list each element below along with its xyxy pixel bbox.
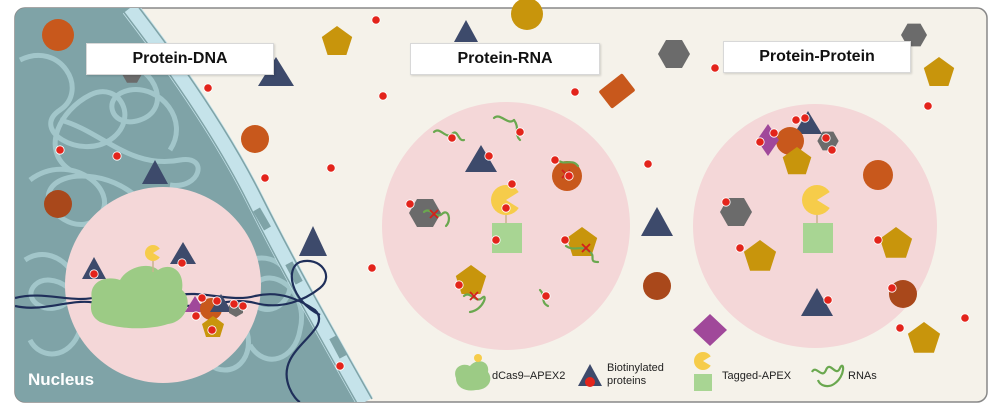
biotin-dot [800,113,810,123]
biotin-dot [541,291,551,301]
protein-dna-label: Protein-DNA [86,43,274,75]
biotin-dot [515,127,525,137]
legend-tagged-apex-text: Tagged-APEX [722,370,792,382]
biotin-dot [791,115,801,125]
biotin-dot [447,133,457,143]
biotin-dot [960,313,970,323]
triangle-protein [465,145,497,172]
biotin-dot [491,235,501,245]
legend-triangle-icon [578,364,602,386]
dcas9-apex2 [90,265,188,329]
biotin-dot [827,145,837,155]
biotin-dot [260,173,270,183]
biotin-dot [735,243,745,253]
legend [455,352,845,391]
biotin-dot [710,63,720,73]
triangle-protein [454,20,478,42]
biotin-dot [755,137,765,147]
biotin-dot [112,151,122,161]
biotin-dot [501,203,511,213]
biotin-dot [769,128,779,138]
triangle-protein [641,207,673,236]
tagged-apex-protein [802,185,833,253]
legend-biotinylated-line2: proteins [607,375,647,387]
triangles [82,20,833,316]
biotin-dot [895,323,905,333]
biotin-labels [55,15,970,371]
biotin-dot [721,197,731,207]
triangle-protein [801,288,833,316]
legend-dcas9-icon [455,361,491,391]
biotin-dot [371,15,381,25]
circle-protein [863,160,893,190]
circle-protein [44,190,72,218]
circle-protein [241,125,269,153]
orange-circles [42,19,893,191]
triangle-protein [794,111,822,134]
legend-rna-icon [811,364,845,388]
biotin-dot [821,133,831,143]
biotin-dot [550,155,560,165]
biotin-dot [229,299,239,309]
biotin-dot [454,280,464,290]
circle-protein [42,19,74,51]
triangle-protein [299,226,327,256]
biotin-dot [335,361,345,371]
legend-biotinylated-text: Biotinylated proteins [607,362,664,388]
biotin-dot [197,293,207,303]
nuclear-pores [204,159,347,359]
circle-protein-gold [511,0,543,30]
biotin-dot [923,101,933,111]
orange-rect-protein [599,73,635,109]
biotin-dot [207,325,217,335]
biotin-dot [191,311,201,321]
biotin-dot [570,87,580,97]
biotin-dot [823,295,833,305]
biotin-dot [564,171,574,181]
legend-biotinylated-line1: Biotinylated [607,362,664,374]
biotin-dot [507,179,517,189]
biotin-dot [212,296,222,306]
biotin-dot [89,269,99,279]
biotin-dot [643,159,653,169]
circle-protein [643,272,671,300]
biotin-dot [560,235,570,245]
biotin-dot [887,283,897,293]
biotin-dot [484,151,494,161]
biotin-dot [326,163,336,173]
triangle-protein [170,242,196,264]
biotin-dot [873,235,883,245]
triangle-protein [258,57,294,86]
triangle-protein [82,257,106,279]
nucleus-label: Nucleus [28,370,95,389]
biotin-dot [177,258,187,268]
legend-rnas-text: RNAs [848,370,877,382]
legend-dcas9-text: dCas9–APEX2 [492,370,566,382]
protein-rna-label: Protein-RNA [410,43,600,75]
biotin-dot [378,91,388,101]
biotin-dot [405,199,415,209]
biotin-dot [367,263,377,273]
triangle-protein [142,160,168,184]
biotin-dot [55,145,65,155]
protein-protein-label: Protein-Protein [723,41,911,73]
biotin-dot [203,83,213,93]
biotin-dot [238,301,248,311]
